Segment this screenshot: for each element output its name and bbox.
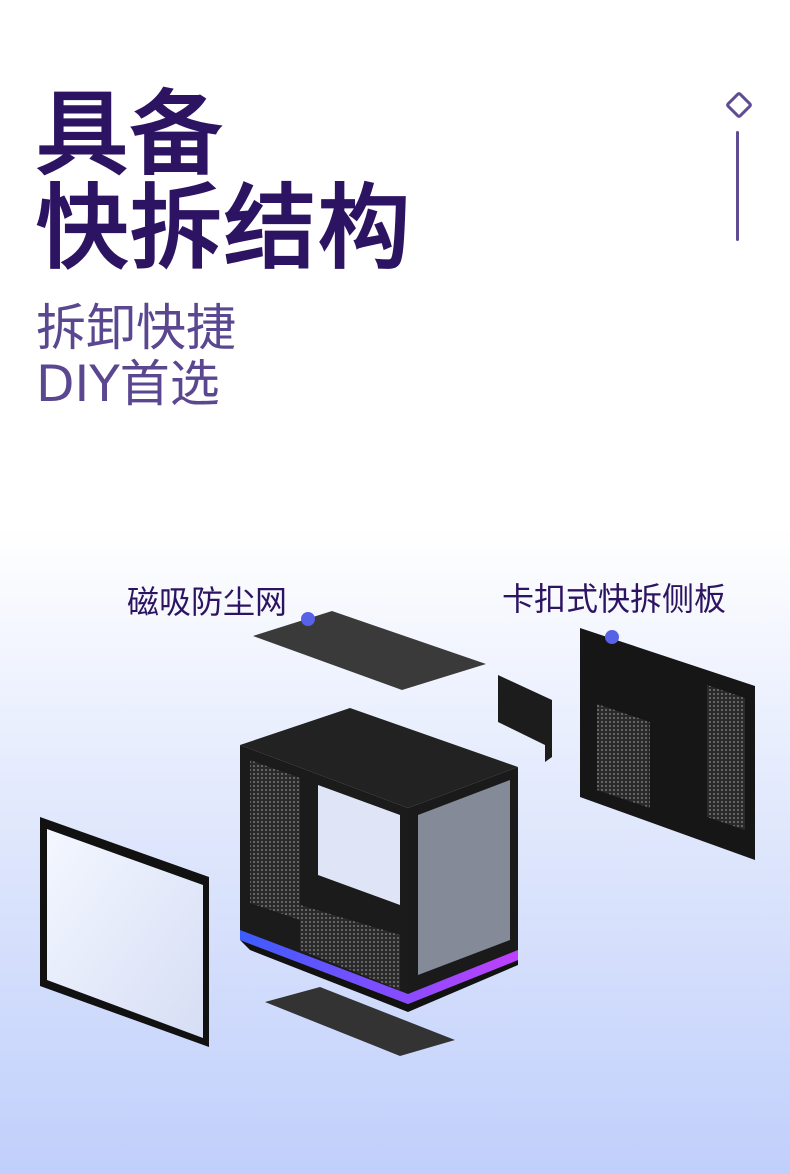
bottom-dust-filter [265, 987, 455, 1056]
side-panel-vent-1 [597, 704, 650, 808]
callout-dust-filter: 磁吸防尘网 [127, 583, 288, 621]
subheadline: 拆卸快捷 DIY首选 [36, 300, 236, 412]
top-dust-filter [253, 611, 486, 690]
callout-side-panel: 卡扣式快拆侧板 [502, 580, 727, 618]
callout-dot-side-panel [605, 630, 619, 644]
subheadline-line-1: 拆卸快捷 [36, 299, 236, 357]
rgb-strip [240, 930, 518, 1004]
headline-line-2: 快拆结构 [36, 175, 413, 282]
callout-dot-dust-filter [301, 612, 315, 626]
headline-line-1: 具备 [36, 81, 225, 188]
headline: 具备 快拆结构 [36, 88, 412, 276]
side-panel-vent-2 [707, 685, 745, 830]
subheadline-line-2: DIY首选 [36, 355, 220, 413]
case-top [240, 708, 518, 808]
decorative-line [736, 131, 739, 241]
psu-bracket [498, 675, 552, 762]
